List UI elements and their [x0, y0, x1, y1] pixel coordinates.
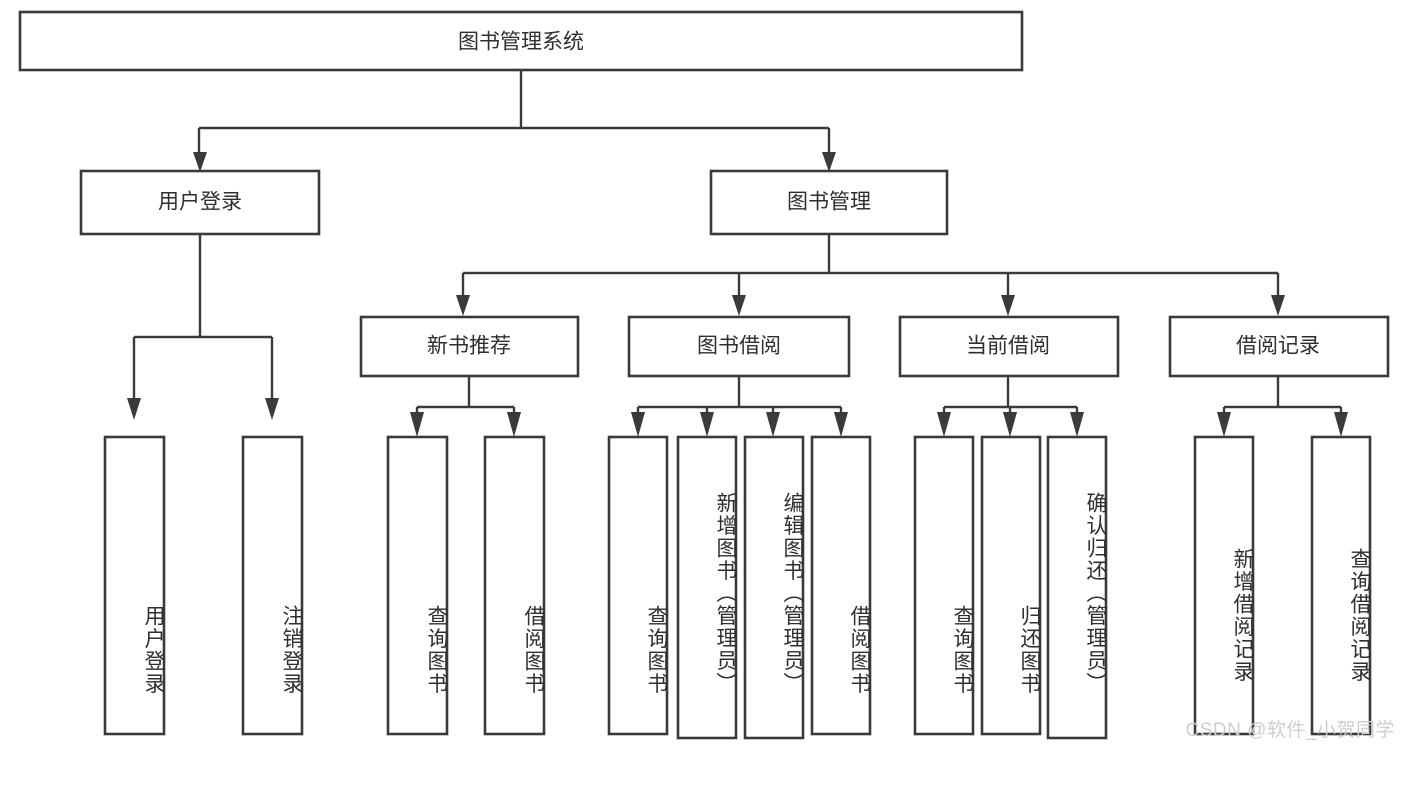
- arrow-to-book-manage-icon: [822, 152, 836, 172]
- arrow-to-leaf-br2-icon: [1334, 412, 1348, 437]
- leaf-box-br-query-record[interactable]: [1310, 435, 1372, 736]
- node-book-manage-box[interactable]: [709, 169, 949, 236]
- node-borrow-record-box[interactable]: [1168, 315, 1390, 378]
- leaf-boxes: [103, 435, 1372, 740]
- arrow-to-leaf-bb2-icon: [700, 412, 714, 437]
- leaf-box-logout[interactable]: [241, 435, 304, 736]
- node-user-login[interactable]: 用户登录: [79, 169, 321, 236]
- leaf-box-bb-borrow-book[interactable]: [810, 435, 872, 736]
- leaf-box-nb-query-book[interactable]: [386, 435, 449, 736]
- arrow-to-leaf-bb3-icon: [766, 412, 780, 437]
- node-book-borrow-label: 图书借阅: [697, 335, 781, 358]
- arrow-to-leaf-br1-icon: [1217, 412, 1231, 437]
- leaf-box-bb-add-book[interactable]: [676, 435, 738, 740]
- node-book-manage-label: 图书管理: [787, 191, 871, 214]
- node-current-borrow-label: 当前借阅: [966, 335, 1050, 358]
- node-book-manage[interactable]: 图书管理: [709, 169, 949, 236]
- arrow-to-book-borrow-icon: [732, 295, 746, 316]
- node-current-borrow-box[interactable]: [898, 315, 1120, 378]
- csdn-watermark: CSDN @软件_小贺同学: [1185, 720, 1395, 741]
- node-root-box[interactable]: [18, 10, 1024, 72]
- arrow-to-leaf-cb2-icon: [1003, 412, 1017, 437]
- arrow-to-leaf-user-login-icon: [127, 398, 141, 420]
- leaf-box-bb-edit-book[interactable]: [743, 435, 805, 740]
- arrow-to-leaf-logout-icon: [265, 398, 279, 420]
- arrow-to-leaf-nb1-icon: [410, 412, 424, 437]
- leaf-box-cb-confirm-return[interactable]: [1046, 435, 1108, 740]
- leaf-box-cb-query-book[interactable]: [913, 435, 975, 736]
- arrow-to-borrow-record-icon: [1271, 295, 1285, 316]
- leaf-box-nb-borrow-book[interactable]: [483, 435, 546, 736]
- node-book-borrow-box[interactable]: [627, 315, 851, 378]
- node-root[interactable]: 图书管理系统: [18, 10, 1024, 72]
- node-book-borrow[interactable]: 图书借阅: [627, 315, 851, 378]
- leaf-box-cb-return-book[interactable]: [980, 435, 1042, 736]
- node-new-book-recommend-label: 新书推荐: [427, 335, 511, 358]
- node-current-borrow[interactable]: 当前借阅: [898, 315, 1120, 378]
- node-borrow-record-label: 借阅记录: [1236, 335, 1320, 358]
- arrow-heads: [127, 152, 1348, 437]
- arrow-to-leaf-bb4-icon: [834, 412, 848, 437]
- leaf-box-user-login[interactable]: [103, 435, 166, 736]
- node-user-login-box[interactable]: [79, 169, 321, 236]
- arrow-to-leaf-cb1-icon: [937, 412, 951, 437]
- node-borrow-record[interactable]: 借阅记录: [1168, 315, 1390, 378]
- arrow-to-leaf-nb2-icon: [507, 412, 521, 437]
- arrow-to-leaf-cb3-icon: [1070, 412, 1084, 437]
- arrow-to-leaf-bb1-icon: [631, 412, 645, 437]
- node-root-label: 图书管理系统: [458, 31, 584, 54]
- leaf-box-br-add-record[interactable]: [1193, 435, 1255, 736]
- hierarchy-tree-svg: 图书管理系统 用户登录 图书管理 新书推荐 图书借阅 当前借阅 借阅记录: [18, 10, 1390, 740]
- arrow-to-new-book-icon: [456, 295, 470, 316]
- node-new-book-recommend[interactable]: 新书推荐: [359, 315, 580, 378]
- arrow-to-current-borrow-icon: [1001, 295, 1015, 316]
- leaf-box-bb-query-book[interactable]: [607, 435, 669, 736]
- node-user-login-label: 用户登录: [158, 191, 242, 214]
- diagram-canvas: 图书管理系统 用户登录 图书管理 新书推荐 图书借阅 当前借阅 借阅记录: [18, 10, 1395, 741]
- node-new-book-recommend-box[interactable]: [359, 315, 580, 378]
- arrow-to-user-login-icon: [193, 152, 207, 172]
